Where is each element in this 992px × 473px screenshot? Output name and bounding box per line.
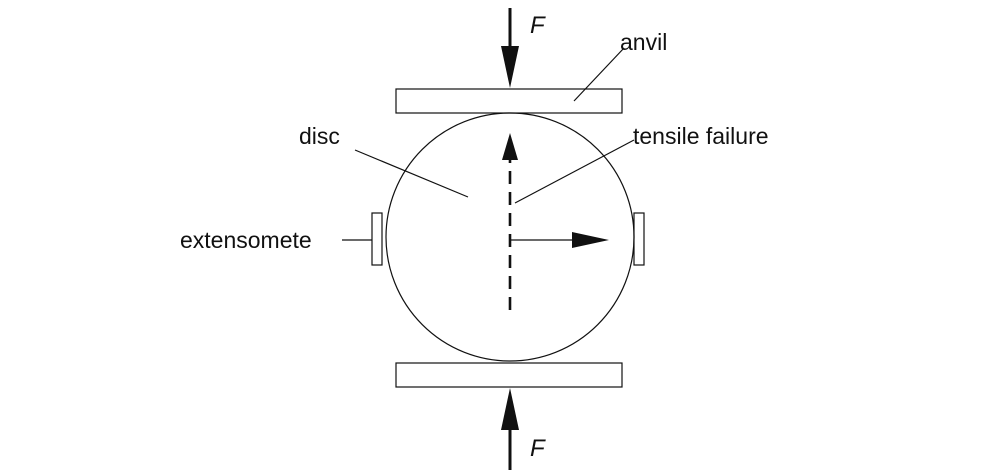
right-extensometer-pad	[633, 212, 645, 266]
tensile-failure-leader-line	[514, 139, 635, 204]
top-force-arrow	[501, 8, 519, 88]
tensile-crack-line	[502, 133, 518, 310]
anvil-leader-line	[573, 47, 625, 102]
anvil-label: anvil	[620, 29, 667, 55]
bottom-anvil	[395, 362, 623, 388]
tensile-failure-label: tensile failure	[633, 123, 769, 149]
tension-direction-arrow	[510, 232, 609, 248]
top-anvil	[395, 88, 623, 114]
top-force-label: F	[530, 12, 546, 39]
left-extensometer-pad	[371, 212, 383, 266]
bottom-force-arrow	[501, 388, 519, 470]
disc-leader-line	[354, 149, 469, 198]
bottom-force-label: F	[530, 435, 546, 462]
extensometer-label: extensomete	[180, 227, 312, 253]
disc-label: disc	[299, 123, 340, 149]
